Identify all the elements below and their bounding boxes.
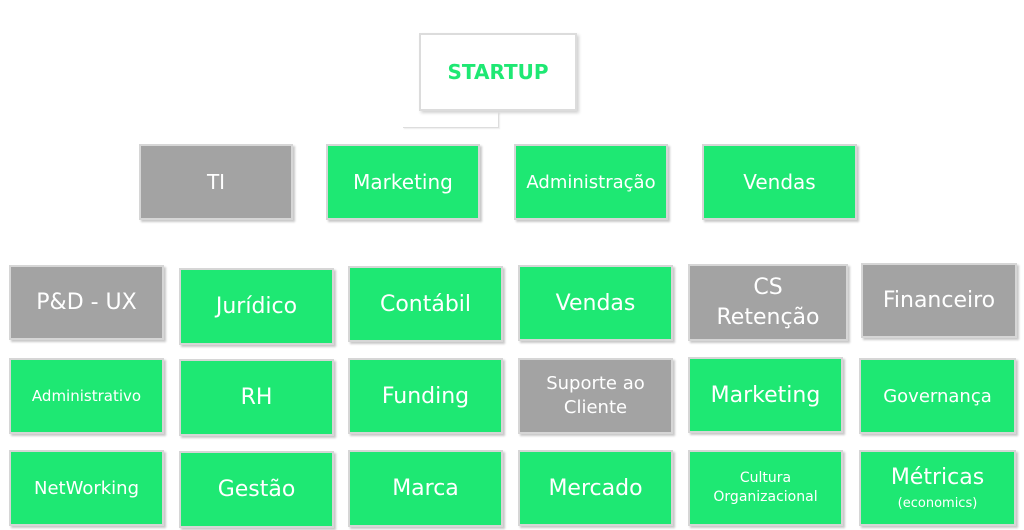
node-label: Métricas	[890, 465, 985, 490]
node-administrativo: Administrativo	[9, 358, 164, 434]
root-connector-stub	[403, 112, 499, 128]
node-gestao: Gestão	[179, 451, 334, 528]
node-label: Administrativo	[31, 387, 142, 405]
node-sublabel: (economics)	[897, 496, 978, 511]
node-metricas: Métricas (economics)	[859, 450, 1016, 526]
node-label: Marca	[392, 476, 459, 501]
node-marketing: Marketing	[326, 144, 480, 220]
node-label: Suporte ao Cliente	[546, 372, 645, 418]
node-label: Contábil	[379, 291, 472, 317]
node-label: Gestão	[217, 477, 296, 502]
node-juridico: Jurídico	[179, 268, 334, 345]
node-label: Jurídico	[215, 294, 298, 319]
node-governanca: Governança	[859, 358, 1016, 434]
node-financeiro: Financeiro	[861, 263, 1017, 338]
node-label: Cultura Organizacional	[713, 470, 818, 505]
node-label: TI	[206, 170, 226, 194]
node-ti: TI	[139, 144, 293, 220]
node-funding: Funding	[348, 358, 503, 434]
node-label: RH	[240, 385, 273, 410]
node-networking: NetWorking	[9, 450, 164, 526]
node-cultura-organizacional: Cultura Organizacional	[688, 450, 843, 526]
node-label: Financeiro	[882, 288, 996, 313]
node-label: CS Retenção	[716, 274, 820, 330]
node-rh: RH	[179, 359, 334, 436]
root-node-startup: STARTUP	[419, 33, 577, 111]
node-suporte-cliente: Suporte ao Cliente	[518, 358, 673, 434]
node-label: Funding	[381, 383, 470, 409]
node-label: Vendas	[555, 290, 636, 316]
node-label: Vendas	[743, 170, 816, 194]
node-vendas: Vendas	[702, 144, 857, 220]
node-cs-retencao: CS Retenção	[688, 264, 848, 341]
node-marketing-2: Marketing	[688, 357, 843, 433]
root-label: STARTUP	[447, 60, 549, 84]
node-label: Marketing	[710, 382, 821, 408]
node-label: P&D - UX	[36, 290, 137, 315]
node-pd-ux: P&D - UX	[9, 265, 164, 340]
node-label: Administração	[526, 171, 656, 193]
node-contabil: Contábil	[348, 266, 503, 342]
node-label: Governança	[883, 385, 992, 407]
node-mercado: Mercado	[518, 450, 673, 526]
node-vendas-2: Vendas	[518, 265, 673, 341]
node-label: NetWorking	[33, 477, 139, 499]
node-administracao: Administração	[514, 144, 668, 220]
node-label: Marketing	[353, 170, 453, 194]
node-marca: Marca	[348, 450, 503, 527]
node-label: Mercado	[548, 475, 643, 501]
